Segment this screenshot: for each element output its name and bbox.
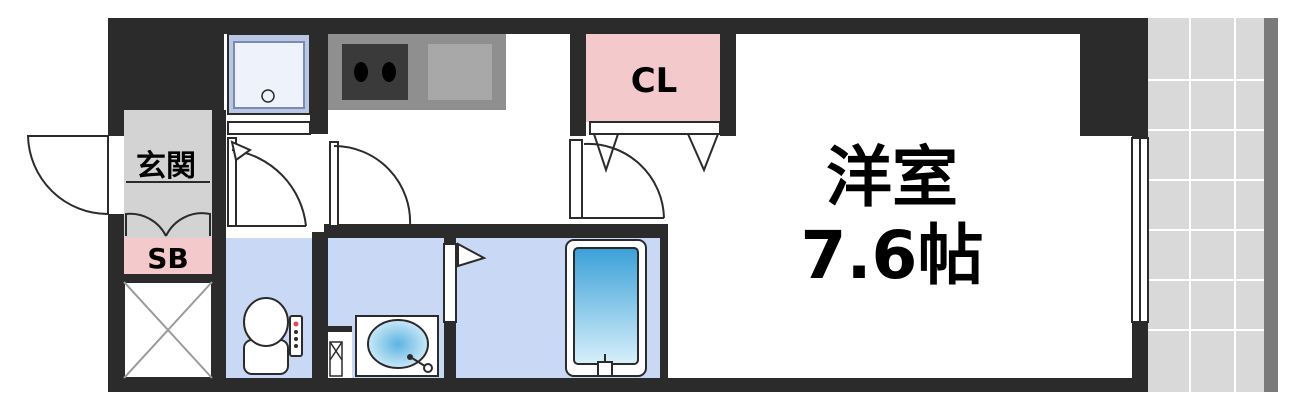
balcony bbox=[1148, 18, 1278, 392]
burner-left bbox=[354, 62, 368, 82]
washroom-door bbox=[329, 141, 412, 227]
washroom-vent bbox=[329, 341, 343, 377]
walls bbox=[108, 18, 1148, 392]
shoe-box-label: SB bbox=[147, 242, 189, 275]
room-name: 洋室 bbox=[826, 139, 958, 216]
closet-door-left bbox=[592, 133, 620, 174]
closet-door-right bbox=[686, 133, 720, 173]
toilet bbox=[243, 297, 303, 375]
washbasin bbox=[355, 315, 439, 377]
shoe-box bbox=[124, 238, 212, 274]
stove bbox=[342, 44, 408, 100]
washing-machine-pan bbox=[227, 33, 311, 135]
toilet-door bbox=[227, 137, 307, 227]
bath-door bbox=[443, 242, 487, 323]
bathtub bbox=[565, 239, 647, 377]
entrance-label: 玄関 bbox=[136, 149, 196, 184]
washroom-floor bbox=[328, 238, 444, 328]
closet-label: CL bbox=[631, 61, 678, 101]
entrance-floor bbox=[124, 110, 212, 238]
room-size: 7.6帖 bbox=[801, 217, 984, 294]
front-door bbox=[26, 135, 109, 215]
room-door bbox=[569, 139, 665, 219]
storage-cross bbox=[123, 281, 213, 379]
closet-door-track bbox=[589, 121, 721, 135]
entrance-inner-doors bbox=[125, 181, 211, 237]
closet bbox=[586, 34, 720, 122]
balcony-window bbox=[1131, 137, 1149, 323]
burner-right bbox=[382, 62, 396, 82]
sink bbox=[428, 44, 492, 100]
